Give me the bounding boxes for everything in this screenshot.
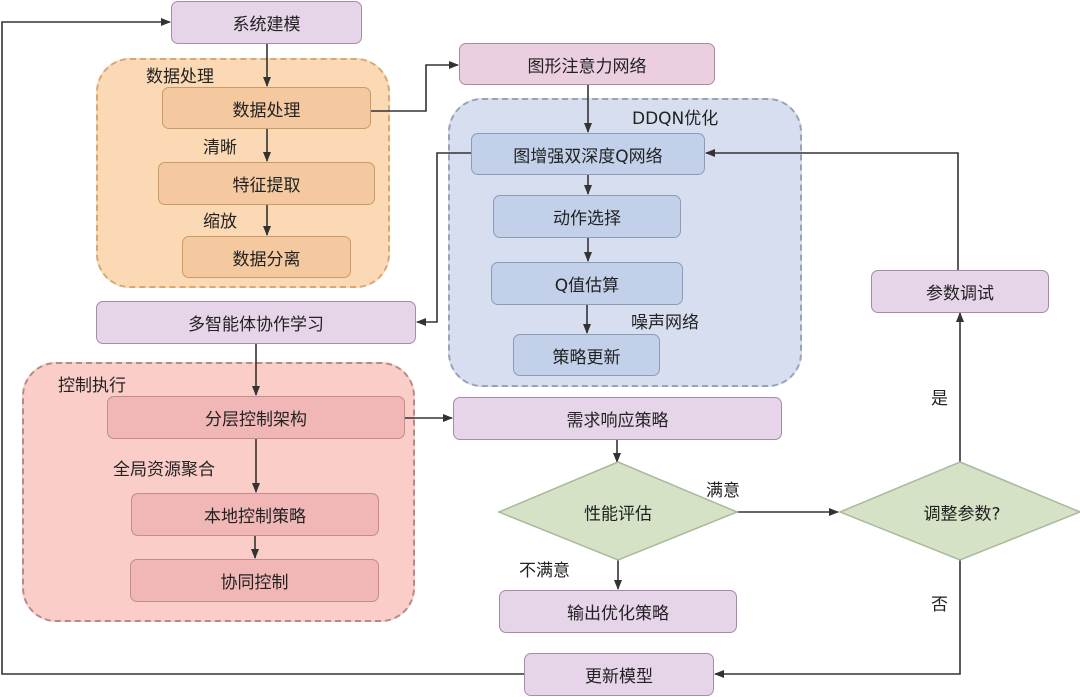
node-data-separation: 数据分离 xyxy=(182,236,351,278)
node-data-processing: 数据处理 xyxy=(162,87,371,129)
group-label-ddqn: DDQN优化 xyxy=(632,109,719,129)
edge-gddqn-to-marl xyxy=(416,152,471,326)
node-system-modeling: 系统建模 xyxy=(171,1,362,44)
node-parameter-tuning: 参数调试 xyxy=(871,270,1049,313)
edge-tune-to-gddqn xyxy=(705,149,959,270)
node-multi-agent-learning: 多智能体协作学习 xyxy=(96,301,416,344)
edge-label-clear: 清晰 xyxy=(203,138,237,158)
node-graph-ddqn: 图增强双深度Q网络 xyxy=(471,133,705,175)
edge-label-satisfied: 满意 xyxy=(706,481,740,501)
decision-adjust-params xyxy=(838,461,1080,561)
edge-label-global-aggregation: 全局资源聚合 xyxy=(113,460,215,480)
edge-update-to-model xyxy=(1,18,524,675)
node-demand-response: 需求响应策略 xyxy=(453,397,782,440)
group-label-data-processing: 数据处理 xyxy=(146,67,214,87)
node-q-value-estimation: Q值估算 xyxy=(491,262,683,305)
edge-label-scale: 缩放 xyxy=(203,212,237,232)
decision-performance-eval xyxy=(497,461,739,561)
node-cooperative-control: 协同控制 xyxy=(130,559,379,602)
node-local-control-policy: 本地控制策略 xyxy=(131,493,379,536)
edge-adjust-to-update xyxy=(714,560,961,678)
group-label-control: 控制执行 xyxy=(58,376,126,396)
node-update-model: 更新模型 xyxy=(524,653,714,696)
node-hierarchical-control: 分层控制架构 xyxy=(107,396,405,439)
node-policy-update: 策略更新 xyxy=(513,334,660,376)
node-action-selection: 动作选择 xyxy=(493,195,681,238)
edge-label-yes: 是 xyxy=(931,389,948,409)
node-graph-attention-network: 图形注意力网络 xyxy=(459,43,715,85)
edge-label-no: 否 xyxy=(931,595,948,615)
decision-label-adjust: 调整参数? xyxy=(923,504,1001,525)
node-output-optimized-policy: 输出优化策略 xyxy=(499,590,737,633)
edge-label-noise-network: 噪声网络 xyxy=(631,313,699,333)
edge-dataproc-to-gat xyxy=(371,61,459,112)
edge-label-unsatisfied: 不满意 xyxy=(519,561,570,581)
node-feature-extraction: 特征提取 xyxy=(158,162,375,205)
decision-label-performance: 性能评估 xyxy=(584,504,652,525)
